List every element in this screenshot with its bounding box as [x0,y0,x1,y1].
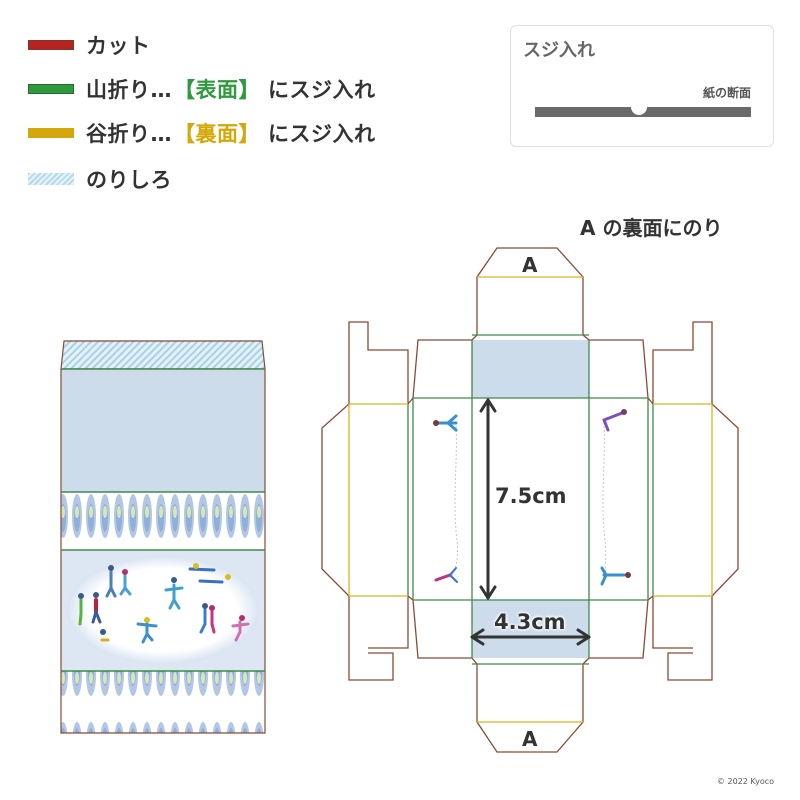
legend-mountain-prefix: 山折り… [86,78,172,102]
flap-label-top: A [522,253,538,277]
legend-valley-prefix: 谷折り… [86,122,172,146]
glue-instruction: A の裏面にのり [580,216,723,240]
legend-cut: カット [28,30,151,60]
sleeve-back-panel [61,369,265,492]
legend-mountain-suffix: にスジ入れ [268,78,376,102]
paper-cross-section-caption: 紙の断面 [702,86,751,100]
skater-figures [78,563,250,644]
scoring-explainer-panel: スジ入れ 紙の断面 [510,25,774,147]
cut-lines [321,247,739,753]
dimension-arrows [470,398,591,646]
legend-valley-fold: 谷折り… 【裏面】 にスジ入れ [28,118,376,148]
mountain-fold-lines [407,334,654,665]
height-dimension-label: 7.5cm [495,484,567,508]
valley-fold-lines [348,276,713,723]
flap-label-bottom: A [522,727,538,751]
legend-mountain-side: 【表面】 [174,78,260,102]
glue-area-top [472,340,589,398]
legend-mountain-fold: 山折り… 【表面】 にスジ入れ [28,74,376,104]
scoring-title: スジ入れ [523,40,595,61]
glue-area-bottom [472,600,589,658]
cut-line-swatch [28,40,74,50]
side-skater-icons [433,409,631,586]
legend-valley-suffix: にスジ入れ [268,122,376,146]
valley-fold-swatch [28,128,74,138]
score-notch-icon [631,103,647,115]
width-dimension-label: 4.3cm [494,610,566,634]
legend-glue: のりしろ [28,164,172,194]
mountain-fold-swatch [28,84,74,94]
legend-cut-label: カット [86,34,151,58]
sleeve-tree-band-top [61,492,265,550]
sleeve-tree-band-bottom [61,671,265,733]
legend-glue-label: のりしろ [86,168,172,192]
glue-hatch-swatch [28,173,74,185]
legend-valley-side: 【裏面】 [174,122,260,146]
copyright: © 2022 Kyoco [716,777,774,786]
